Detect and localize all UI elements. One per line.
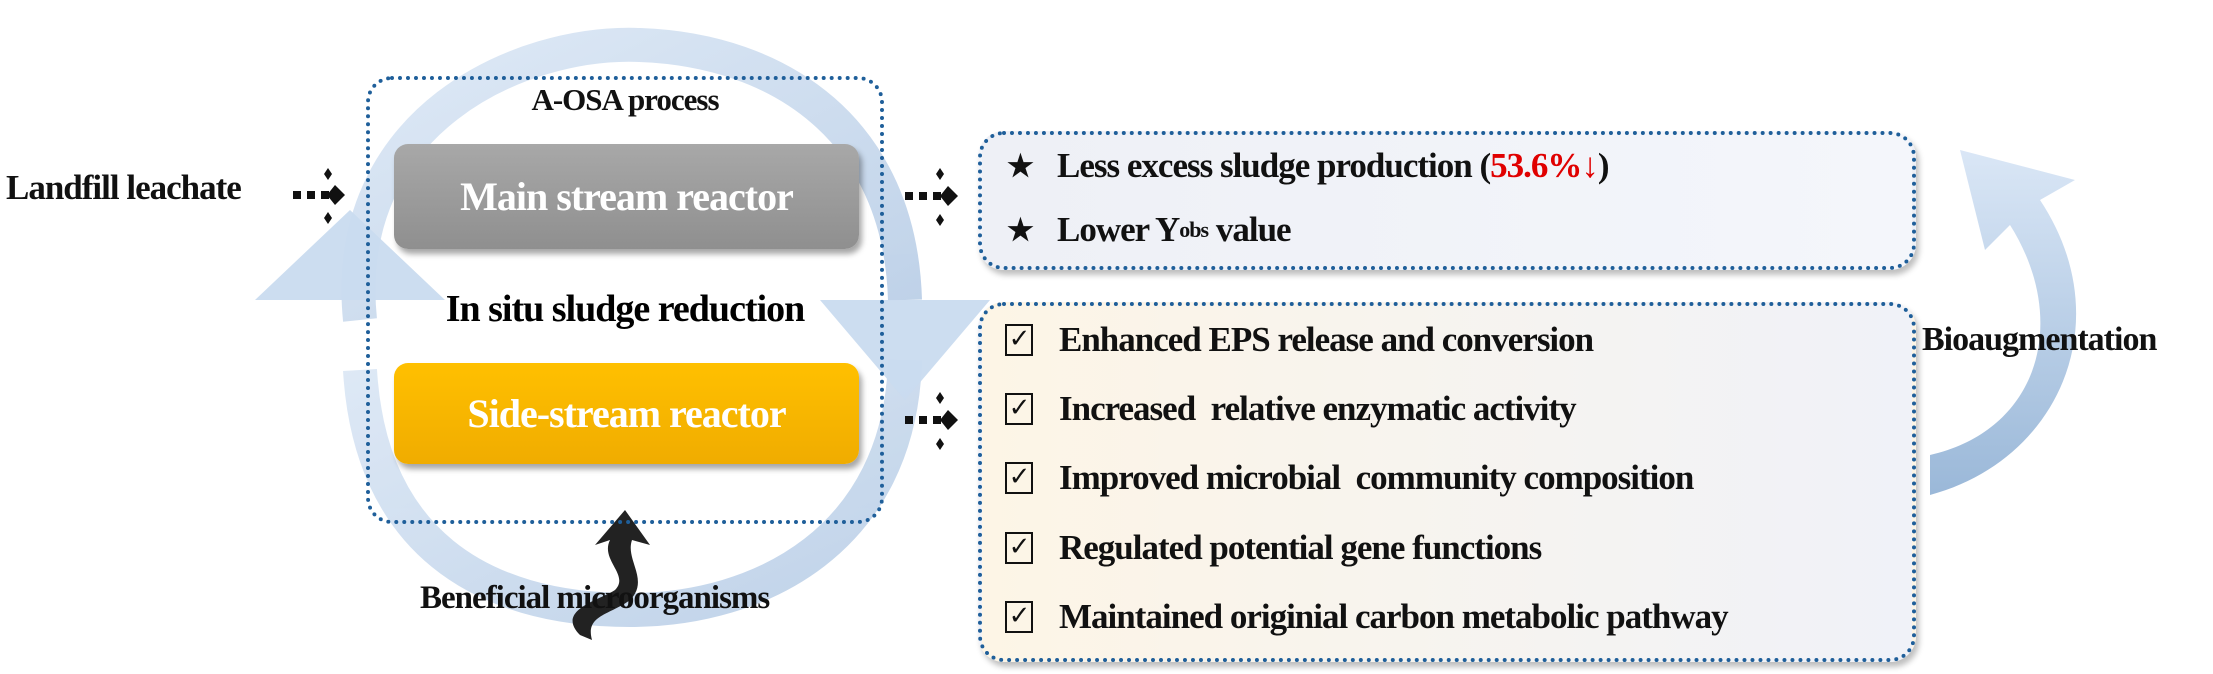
mechanism-item: ✓ Improved microbial community compositio…: [1005, 458, 1694, 498]
mechanism-item: ✓ Increased relative enzymatic activity: [1005, 389, 1577, 429]
a-osa-process-box: [366, 76, 884, 524]
microorganism-arrow-icon: [572, 510, 650, 640]
down-arrow-icon: ↓: [1581, 146, 1598, 185]
checkbox-icon: ✓: [1005, 462, 1033, 494]
checkbox-icon: ✓: [1005, 601, 1033, 633]
reduction-value: 53.6%: [1490, 146, 1582, 185]
bioaugmentation-arrow-icon: [1930, 150, 2077, 495]
outcome-text-suffix: ): [1597, 146, 1610, 185]
bioaugmentation-label: Bioaugmentation: [1922, 321, 2157, 358]
mechanism-item: ✓ Regulated potential gene functions: [1005, 528, 1542, 568]
outcomes-box: [978, 131, 1916, 270]
outcome-text: Less excess sludge production (: [1057, 146, 1491, 185]
outcome-yobs: ★ Lower Y obs value: [1005, 210, 1292, 250]
cycle-arrowhead-right-icon: [820, 300, 990, 400]
mechanisms-box: [978, 302, 1916, 662]
landfill-leachate-label: Landfill leachate: [6, 168, 242, 207]
star-icon: ★: [1007, 213, 1034, 247]
mechanism-text: Increased relative enzymatic activity: [1059, 389, 1577, 428]
mechanism-text: Maintained originial carbon metabolic pa…: [1059, 597, 1729, 636]
mechanism-text: Improved microbial community composition: [1059, 458, 1694, 497]
subscript: obs: [1179, 217, 1209, 242]
in-situ-sludge-reduction-label: In situ sludge reduction: [445, 288, 806, 330]
mechanism-text: Enhanced EPS release and conversion: [1059, 320, 1594, 359]
outcome-sludge-production: ★ Less excess sludge production ( 53.6% …: [1005, 146, 1609, 186]
checkbox-icon: ✓: [1005, 532, 1033, 564]
checkbox-icon: ✓: [1005, 324, 1033, 356]
checkbox-icon: ✓: [1005, 393, 1033, 425]
outcome-text: Lower Y: [1057, 210, 1180, 249]
beneficial-microorganisms-label: Beneficial microorganisms: [420, 580, 770, 616]
mechanism-text: Regulated potential gene functions: [1059, 528, 1542, 567]
process-title: A-OSA process: [531, 82, 719, 117]
side-stream-reactor: Side-stream reactor: [394, 363, 859, 464]
main-stream-reactor: Main stream reactor: [394, 144, 859, 249]
cycle-arrowhead-left-icon: [255, 210, 445, 300]
outcome-text-suffix: value: [1208, 210, 1292, 249]
star-icon: ★: [1007, 149, 1034, 183]
mechanism-item: ✓ Enhanced EPS release and conversion: [1005, 320, 1594, 360]
mechanism-item: ✓ Maintained originial carbon metabolic p…: [1005, 597, 1729, 637]
